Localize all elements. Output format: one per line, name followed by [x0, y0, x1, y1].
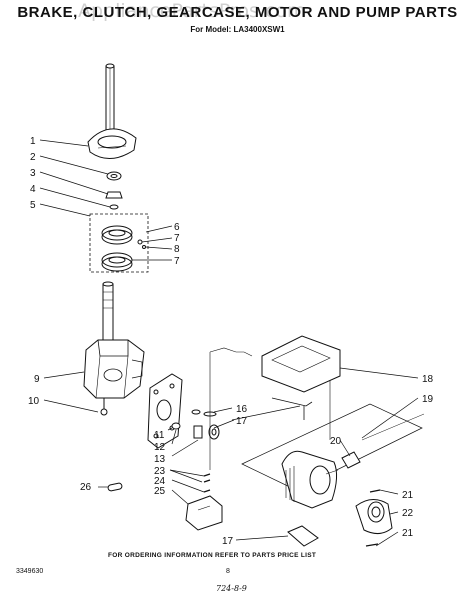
callout-23: 23 — [154, 466, 166, 477]
leader-lines — [39, 139, 419, 547]
callout-2: 2 — [30, 152, 36, 163]
document-number: 3349630 — [16, 568, 44, 575]
callout-3: 3 — [30, 168, 36, 179]
motor-frame-box — [241, 403, 425, 491]
callout-18: 18 — [422, 374, 434, 385]
callout-9: 9 — [34, 374, 40, 385]
motor — [281, 450, 339, 509]
callout-21b: 21 — [402, 528, 414, 539]
callout-22: 22 — [402, 508, 414, 519]
mounting-plate — [147, 373, 183, 449]
motor-shield — [261, 335, 341, 393]
bearing — [191, 409, 217, 417]
callout-17a: 17 — [236, 416, 248, 427]
pump — [355, 499, 393, 534]
spring-clip — [193, 425, 203, 439]
callout-25: 25 — [154, 486, 166, 497]
callout-20: 20 — [330, 436, 342, 447]
callout-26: 26 — [80, 482, 92, 493]
brake-housing — [87, 128, 137, 159]
retaining-ring — [109, 204, 119, 210]
callout-19: 19 — [422, 394, 434, 405]
callout-24: 24 — [154, 476, 166, 487]
drain-plug — [100, 398, 108, 416]
callout-16: 16 — [236, 404, 248, 415]
pump-screws — [365, 489, 381, 547]
screws-23-24 — [203, 473, 211, 493]
brake-drum-group — [89, 213, 149, 273]
callout-13: 13 — [154, 454, 166, 465]
callout-7a: 7 — [174, 233, 180, 244]
snubber-block — [287, 525, 319, 547]
callout-6: 6 — [174, 222, 180, 233]
brake-nut — [105, 191, 123, 199]
callout-21a: 21 — [402, 490, 414, 501]
callout-5: 5 — [30, 200, 36, 211]
callout-1: 1 — [30, 136, 36, 147]
brake-washer — [106, 171, 122, 181]
shaft-upper — [105, 63, 115, 139]
capacitor-clip — [341, 451, 361, 469]
motor-shaft-rod — [271, 397, 313, 420]
page-number: 8 — [226, 568, 230, 575]
gearcase — [83, 339, 145, 399]
page-title: BRAKE, CLUTCH, GEARCASE, MOTOR AND PUMP … — [17, 4, 458, 21]
plug-26 — [107, 482, 123, 492]
callout-4: 4 — [30, 184, 36, 195]
callout-7b: 7 — [174, 256, 180, 267]
ordering-note: FOR ORDERING INFORMATION REFER TO PARTS … — [108, 552, 317, 559]
thrust-washer — [171, 422, 181, 430]
callout-10: 10 — [28, 396, 40, 407]
callout-labels: 1 2 3 4 5 6 7 8 7 9 10 11 12 13 16 17 18… — [28, 136, 434, 547]
handwritten-note: 724-8-9 — [216, 584, 247, 593]
callout-11: 11 — [154, 430, 165, 441]
callout-12: 12 — [154, 442, 166, 453]
coupling — [208, 424, 220, 440]
callout-17b: 17 — [222, 536, 234, 547]
model-subtitle: For Model: LA3400XSW1 — [190, 25, 285, 34]
bracket-25 — [185, 495, 223, 531]
callout-8: 8 — [174, 244, 180, 255]
